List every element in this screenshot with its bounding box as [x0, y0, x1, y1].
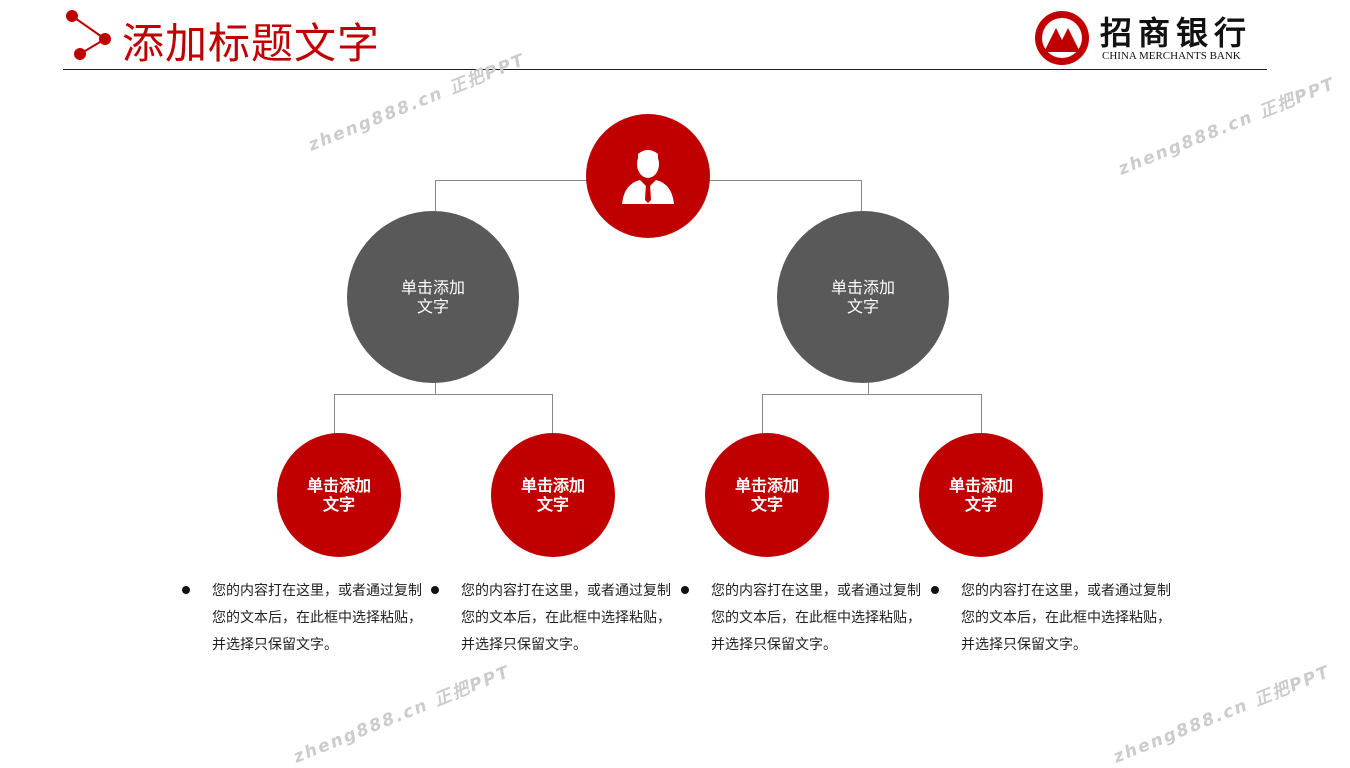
- logo-text-en: CHINA MERCHANTS BANK: [1102, 50, 1241, 62]
- connector: [334, 394, 553, 395]
- bullet-icon: [931, 586, 939, 594]
- bullet-icon: [182, 586, 190, 594]
- level1-node[interactable]: 单击添加 文字: [777, 211, 949, 383]
- header-divider: [63, 69, 1267, 70]
- description-text: 您的内容打在这里，或者通过复制您的文本后，在此框中选择粘贴，并选择只保留文字。: [711, 583, 921, 653]
- connector: [981, 394, 982, 436]
- person-icon: [622, 150, 674, 204]
- connector: [334, 394, 335, 436]
- bullet-icon: [681, 586, 689, 594]
- level1-node[interactable]: 单击添加 文字: [347, 211, 519, 383]
- connector: [552, 394, 553, 436]
- watermark: zheng888.cn 正把PPT: [1115, 74, 1339, 180]
- bank-logo-icon: [1035, 11, 1089, 65]
- level2-node[interactable]: 单击添加 文字: [705, 433, 829, 557]
- level2-node[interactable]: 单击添加 文字: [277, 433, 401, 557]
- page-title: 添加标题文字: [122, 19, 381, 68]
- logo-text-cn: 招商银行: [1100, 14, 1253, 52]
- bullet-icon: [431, 586, 439, 594]
- watermark: zheng888.cn 正把PPT: [1110, 662, 1334, 768]
- title-node-icon: [66, 10, 111, 60]
- level2-node[interactable]: 单击添加 文字: [491, 433, 615, 557]
- description-text: 您的内容打在这里，或者通过复制您的文本后，在此框中选择粘贴，并选择只保留文字。: [961, 583, 1171, 653]
- connector: [762, 394, 763, 436]
- level2-node[interactable]: 单击添加 文字: [919, 433, 1043, 557]
- root-node: [586, 114, 710, 238]
- description-text: 您的内容打在这里，或者通过复制您的文本后，在此框中选择粘贴，并选择只保留文字。: [212, 583, 422, 653]
- watermark: zheng888.cn 正把PPT: [290, 662, 514, 768]
- description-text: 您的内容打在这里，或者通过复制您的文本后，在此框中选择粘贴，并选择只保留文字。: [461, 583, 671, 653]
- connector: [762, 394, 982, 395]
